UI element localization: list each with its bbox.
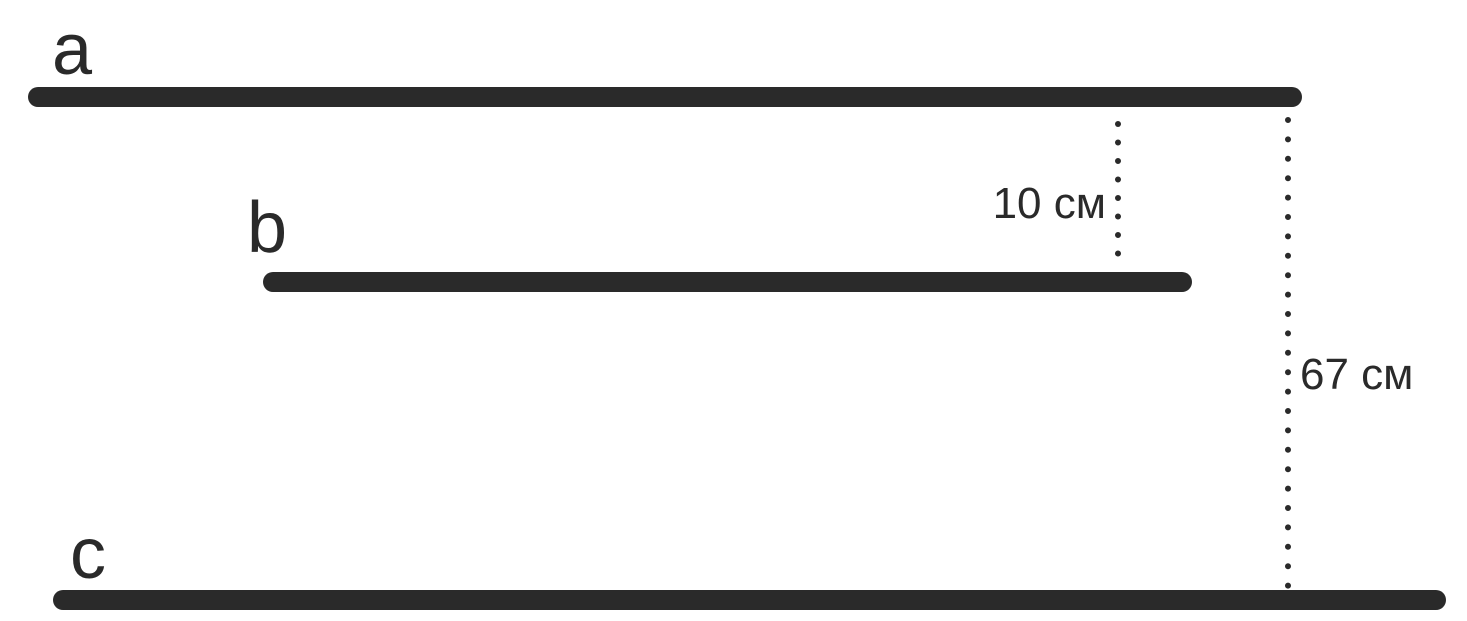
distance-a-c-label: 67 см xyxy=(1300,350,1413,399)
distance-a-b-label: 10 см xyxy=(993,179,1106,228)
line-a-label: a xyxy=(52,10,93,90)
line-b-label: b xyxy=(247,188,287,268)
line-c-label: c xyxy=(70,514,106,594)
